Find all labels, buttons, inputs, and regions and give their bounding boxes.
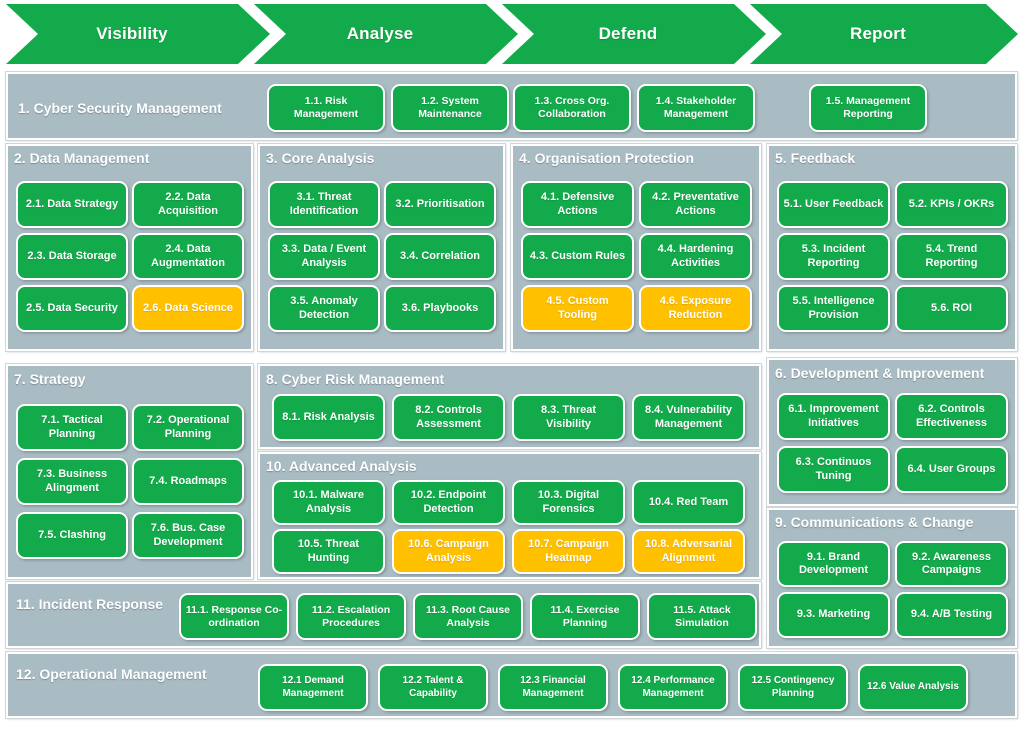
panel-core-analysis: 3. Core Analysis 3.1. Threat Identificat… xyxy=(257,143,506,352)
panel-incident-response: 11. Incident Response 11.1. Response Co-… xyxy=(5,581,762,649)
phase-chevron-analyse[interactable]: Analyse xyxy=(254,4,518,64)
tile-4-3-custom-rules[interactable]: 4.3. Custom Rules xyxy=(521,233,634,280)
tile-4-1-defensive-actions[interactable]: 4.1. Defensive Actions xyxy=(521,181,634,228)
tile-5-2-kpis-okrs[interactable]: 5.2. KPIs / OKRs xyxy=(895,181,1008,228)
panel-communications-change: 9. Communications & Change 9.1. Brand De… xyxy=(766,507,1018,649)
panel-operational-management: 12. Operational Management 12.1 Demand M… xyxy=(5,651,1018,719)
tile-10-7-campaign-heatmap[interactable]: 10.7. Campaign Heatmap xyxy=(512,529,625,574)
panel-cyber-risk-management: 8. Cyber Risk Management 8.1. Risk Analy… xyxy=(257,363,762,450)
tile-7-3-business-alingment[interactable]: 7.3. Business Alingment xyxy=(16,458,128,505)
tile-7-2-operational-planning[interactable]: 7.2. Operational Planning xyxy=(132,404,244,451)
panel-title-development-improvement: 6. Development & Improvement xyxy=(775,365,985,381)
tile-12-2-talent-capability[interactable]: 12.2 Talent & Capability xyxy=(378,664,488,711)
panel-title-communications-change: 9. Communications & Change xyxy=(775,514,974,530)
panel-organisation-protection: 4. Organisation Protection 4.1. Defensiv… xyxy=(510,143,762,352)
phase-chevron-report[interactable]: Report xyxy=(750,4,1018,64)
tile-3-4-correlation[interactable]: 3.4. Correlation xyxy=(384,233,496,280)
tile-3-1-threat-identification[interactable]: 3.1. Threat Identification xyxy=(268,181,380,228)
tile-10-2-endpoint-detection[interactable]: 10.2. Endpoint Detection xyxy=(392,480,505,525)
tile-6-1-improvement-initiatives[interactable]: 6.1. Improvement Initiatives xyxy=(777,393,890,440)
tile-10-3-digital-forensics[interactable]: 10.3. Digital Forensics xyxy=(512,480,625,525)
phase-chevron-defend[interactable]: Defend xyxy=(502,4,766,64)
tile-8-2-controls-assessment[interactable]: 8.2. Controls Assessment xyxy=(392,394,505,441)
panel-title-organisation-protection: 4. Organisation Protection xyxy=(519,150,695,166)
tile-5-3-incident-reporting[interactable]: 5.3. Incident Reporting xyxy=(777,233,890,280)
tile-3-5-anomaly-detection[interactable]: 3.5. Anomaly Detection xyxy=(268,285,380,332)
panel-title-feedback: 5. Feedback xyxy=(775,150,856,166)
tile-10-8-adversarial-alignment[interactable]: 10.8. Adversarial Alignment xyxy=(632,529,745,574)
tile-9-1-brand-development[interactable]: 9.1. Brand Development xyxy=(777,541,890,587)
panel-title-data-management: 2. Data Management xyxy=(14,150,150,166)
tile-5-4-trend-reporting[interactable]: 5.4. Trend Reporting xyxy=(895,233,1008,280)
tile-4-2-preventative-actions[interactable]: 4.2. Preventative Actions xyxy=(639,181,752,228)
tile-11-2-escalation-procedures[interactable]: 11.2. Escalation Procedures xyxy=(296,593,406,640)
tile-2-1-data-strategy[interactable]: 2.1. Data Strategy xyxy=(16,181,128,228)
panel-data-management: 2. Data Management 2.1. Data Strategy 2.… xyxy=(5,143,254,352)
tile-2-5-data-security[interactable]: 2.5. Data Security xyxy=(16,285,128,332)
tile-4-6-exposure-reduction[interactable]: 4.6. Exposure Reduction xyxy=(639,285,752,332)
tile-1-4-stakeholder-management[interactable]: 1.4. Stakeholder Management xyxy=(637,84,755,132)
panel-advanced-analysis: 10. Advanced Analysis 10.1. Malware Anal… xyxy=(257,451,762,580)
tile-10-4-red-team[interactable]: 10.4. Red Team xyxy=(632,480,745,525)
panel-feedback: 5. Feedback 5.1. User Feedback 5.2. KPIs… xyxy=(766,143,1018,352)
tile-10-1-malware-analysis[interactable]: 10.1. Malware Analysis xyxy=(272,480,385,525)
tile-2-6-data-science[interactable]: 2.6. Data Science xyxy=(132,285,244,332)
tile-10-6-campaign-analysis[interactable]: 10.6. Campaign Analysis xyxy=(392,529,505,574)
phase-label-defend: Defend xyxy=(598,24,658,43)
tile-12-3-financial-management[interactable]: 12.3 Financial Management xyxy=(498,664,608,711)
tile-4-5-custom-tooling[interactable]: 4.5. Custom Tooling xyxy=(521,285,634,332)
tile-8-4-vulnerability-management[interactable]: 8.4. Vulnerability Management xyxy=(632,394,745,441)
phase-label-analyse: Analyse xyxy=(346,24,414,43)
panel-title-cyber-risk-management: 8. Cyber Risk Management xyxy=(266,371,445,387)
tile-3-3-data-event-analysis[interactable]: 3.3. Data / Event Analysis xyxy=(268,233,380,280)
panel-title-operational-management: 12. Operational Management xyxy=(16,666,207,682)
tile-1-2-system-maintenance[interactable]: 1.2. System Maintenance xyxy=(391,84,509,132)
tile-1-3-cross-org-collaboration[interactable]: 1.3. Cross Org. Collaboration xyxy=(513,84,631,132)
tile-2-4-data-augmentation[interactable]: 2.4. Data Augmentation xyxy=(132,233,244,280)
tile-11-3-root-cause-analysis[interactable]: 11.3. Root Cause Analysis xyxy=(413,593,523,640)
tile-9-3-marketing[interactable]: 9.3. Marketing xyxy=(777,592,890,638)
tile-12-4-performance-management[interactable]: 12.4 Performance Management xyxy=(618,664,728,711)
tile-12-1-demand-management[interactable]: 12.1 Demand Management xyxy=(258,664,368,711)
tile-1-5-management-reporting[interactable]: 1.5. Management Reporting xyxy=(809,84,927,132)
tile-7-1-tactical-planning[interactable]: 7.1. Tactical Planning xyxy=(16,404,128,451)
tile-12-5-contingency-planning[interactable]: 12.5 Contingency Planning xyxy=(738,664,848,711)
tile-10-5-threat-hunting[interactable]: 10.5. Threat Hunting xyxy=(272,529,385,574)
tile-8-1-risk-analysis[interactable]: 8.1. Risk Analysis xyxy=(272,394,385,441)
panel-development-improvement: 6. Development & Improvement 6.1. Improv… xyxy=(766,357,1018,507)
tile-3-6-playbooks[interactable]: 3.6. Playbooks xyxy=(384,285,496,332)
tile-9-2-awareness-campaigns[interactable]: 9.2. Awareness Campaigns xyxy=(895,541,1008,587)
tile-6-3-continuos-tuning[interactable]: 6.3. Continuos Tuning xyxy=(777,446,890,493)
tile-8-3-threat-visibility[interactable]: 8.3. Threat Visibility xyxy=(512,394,625,441)
tile-12-6-value-analysis[interactable]: 12.6 Value Analysis xyxy=(858,664,968,711)
tile-9-4-ab-testing[interactable]: 9.4. A/B Testing xyxy=(895,592,1008,638)
tile-7-6-bus-case-development[interactable]: 7.6. Bus. Case Development xyxy=(132,512,244,559)
tile-2-2-data-acquisition[interactable]: 2.2. Data Acquisition xyxy=(132,181,244,228)
tile-2-3-data-storage[interactable]: 2.3. Data Storage xyxy=(16,233,128,280)
panel-title-core-analysis: 3. Core Analysis xyxy=(266,150,375,166)
tile-4-4-hardening-activities[interactable]: 4.4. Hardening Activities xyxy=(639,233,752,280)
tile-11-4-exercise-planning[interactable]: 11.4. Exercise Planning xyxy=(530,593,640,640)
panel-title-incident-response: 11. Incident Response xyxy=(16,596,164,612)
tile-6-2-controls-effectiveness[interactable]: 6.2. Controls Effectiveness xyxy=(895,393,1008,440)
tile-5-5-intelligence-provision[interactable]: 5.5. Intelligence Provision xyxy=(777,285,890,332)
tile-5-1-user-feedback[interactable]: 5.1. User Feedback xyxy=(777,181,890,228)
panel-title-cyber-security-management: 1. Cyber Security Management xyxy=(18,100,222,116)
panel-cyber-security-management: 1. Cyber Security Management 1.1. Risk M… xyxy=(5,71,1018,141)
phase-label-report: Report xyxy=(850,24,906,43)
panel-title-strategy: 7. Strategy xyxy=(14,371,86,387)
phase-chevron-visibility[interactable]: Visibility xyxy=(6,4,270,64)
tile-1-1-risk-management[interactable]: 1.1. Risk Management xyxy=(267,84,385,132)
tile-7-5-clashing[interactable]: 7.5. Clashing xyxy=(16,512,128,559)
tile-6-4-user-groups[interactable]: 6.4. User Groups xyxy=(895,446,1008,493)
phase-chevron-band: Visibility Analyse Defend Report xyxy=(0,0,1023,68)
tile-5-6-roi[interactable]: 5.6. ROI xyxy=(895,285,1008,332)
tile-7-4-roadmaps[interactable]: 7.4. Roadmaps xyxy=(132,458,244,505)
panel-strategy: 7. Strategy 7.1. Tactical Planning 7.2. … xyxy=(5,363,254,580)
tile-11-5-attack-simulation[interactable]: 11.5. Attack Simulation xyxy=(647,593,757,640)
phase-label-visibility: Visibility xyxy=(96,24,168,43)
tile-11-1-response-co-ordination[interactable]: 11.1. Response Co-ordination xyxy=(179,593,289,640)
panel-title-advanced-analysis: 10. Advanced Analysis xyxy=(266,458,417,474)
tile-3-2-prioritisation[interactable]: 3.2. Prioritisation xyxy=(384,181,496,228)
